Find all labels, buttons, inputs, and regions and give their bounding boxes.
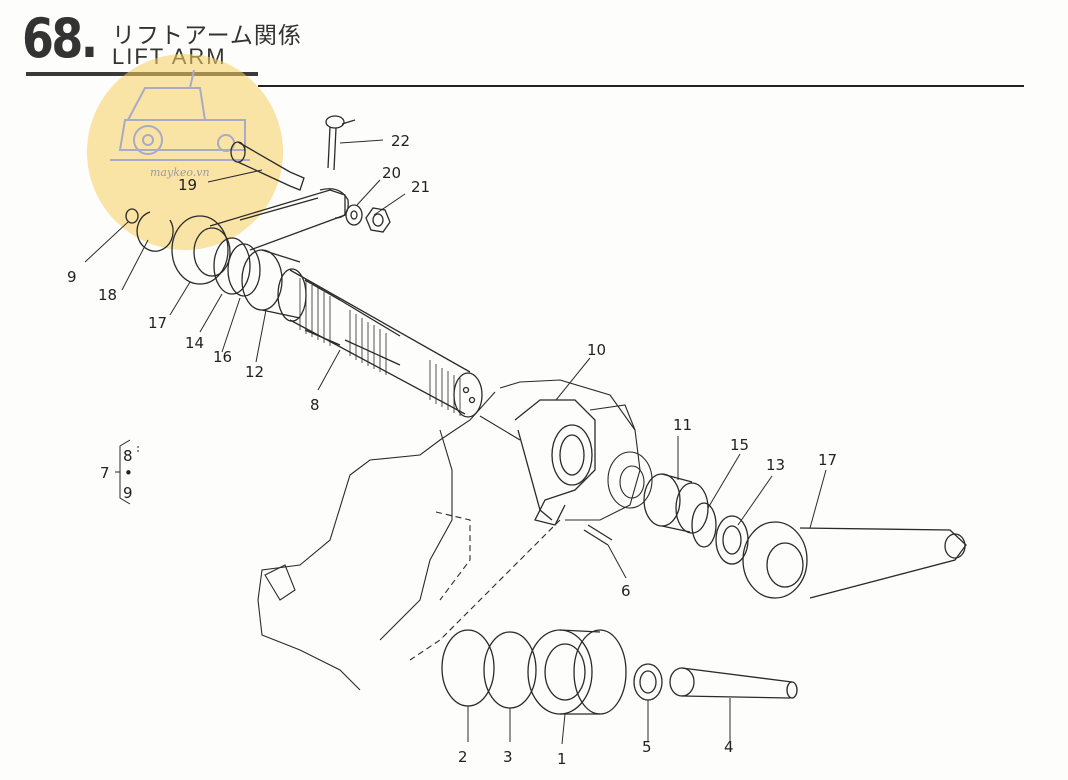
part-oring-15 xyxy=(691,502,717,548)
callout-5: 5 xyxy=(642,738,652,756)
callout-12: 12 xyxy=(245,363,264,381)
callout-4: 4 xyxy=(724,738,734,756)
part-ring-14 xyxy=(213,237,251,295)
callout-6: 6 xyxy=(621,582,631,600)
section-title-japanese: リフトアーム関係 xyxy=(112,23,302,49)
part-oring-2 xyxy=(441,629,495,707)
part-washer-20 xyxy=(345,204,363,226)
watermark-text: maykeo.vn xyxy=(150,166,210,179)
part-lift-arm-17-upper xyxy=(171,188,349,285)
part-bushing-12 xyxy=(241,249,301,319)
part-rod-4 xyxy=(669,667,798,699)
callout-8: 8 xyxy=(310,396,320,414)
group-item-8: 8 xyxy=(123,447,133,465)
callout-20: 20 xyxy=(382,164,401,182)
callout-14: 14 xyxy=(185,334,204,352)
header-rule xyxy=(258,85,1024,87)
part-bushing-11 xyxy=(643,473,709,534)
part-lift-housing xyxy=(257,379,653,691)
part-seal-5 xyxy=(633,663,663,701)
part-pin-22 xyxy=(325,115,356,171)
callout-15: 15 xyxy=(730,436,749,454)
callout-9: 9 xyxy=(67,268,77,286)
callout-13: 13 xyxy=(766,456,785,474)
group-separator: • xyxy=(124,464,133,482)
part-bolt-19 xyxy=(230,141,305,191)
part-nut-21 xyxy=(365,207,391,233)
callout-3: 3 xyxy=(503,748,513,766)
leader-lines xyxy=(84,139,827,745)
part-ring-16 xyxy=(227,243,261,297)
callout-10: 10 xyxy=(587,341,606,359)
section-number: 68. xyxy=(22,7,98,70)
part-lift-shaft-8 xyxy=(277,268,483,418)
part-piston-1 xyxy=(527,629,627,715)
callout-17-upper: 17 xyxy=(148,314,167,332)
callout-22: 22 xyxy=(391,132,410,150)
callout-labels: 22 20 21 19 9 18 17 14 16 12 8 10 11 15 … xyxy=(67,132,837,768)
callout-2: 2 xyxy=(458,748,468,766)
callout-11: 11 xyxy=(673,416,692,434)
part-lift-arm-17-right xyxy=(742,521,967,599)
group-bracket-7 xyxy=(115,439,139,505)
part-collar-9 xyxy=(125,208,139,224)
parts-linework xyxy=(84,115,967,745)
callout-17-right: 17 xyxy=(818,451,837,469)
callout-18: 18 xyxy=(98,286,117,304)
callout-19: 19 xyxy=(178,176,197,194)
callout-21: 21 xyxy=(411,178,430,196)
part-pin-6 xyxy=(583,524,613,546)
callout-16: 16 xyxy=(213,348,232,366)
group-label-7: 7 xyxy=(100,464,110,482)
callout-1: 1 xyxy=(557,750,567,768)
part-arm-10 xyxy=(514,399,596,526)
group-item-9: 9 xyxy=(123,484,133,502)
part-circlip-18 xyxy=(136,211,174,252)
